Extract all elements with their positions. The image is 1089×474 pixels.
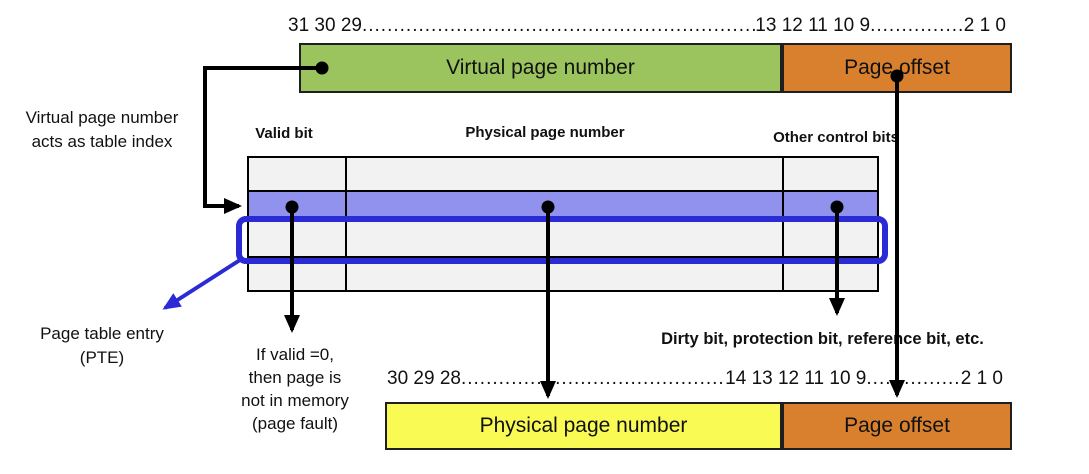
- valid-bit-header: Valid bit: [255, 125, 313, 142]
- valid-bit-note: If valid =0, then page is not in memory …: [205, 343, 385, 435]
- pte-label-line2: (PTE): [79, 348, 125, 367]
- dot-leader: ........................................…: [866, 369, 961, 388]
- other-control-bits-header: Other control bits: [773, 129, 899, 146]
- valid-bit-note-line4: (page fault): [252, 414, 338, 433]
- virtual-page-offset-label: Page offset: [844, 56, 950, 79]
- valid-bit-note-line1: If valid =0,: [256, 345, 334, 364]
- table-index-note-line1: Virtual page number: [25, 108, 179, 127]
- valid-bit-note-line2: then page is: [248, 368, 342, 387]
- pte-label: Page table entry (PTE): [2, 322, 202, 370]
- table-grid-line: [345, 158, 347, 290]
- virtual-page-offset-box: Page offset: [782, 43, 1012, 93]
- physical-page-number-box: Physical page number: [385, 402, 782, 450]
- physical-page-number-header: Physical page number: [465, 124, 625, 141]
- pte-highlight-outline: [236, 216, 888, 264]
- physical-page-offset-label: Page offset: [844, 414, 950, 437]
- pa-bits-low: 2 1 0: [960, 368, 1003, 389]
- virtual-page-number-box: Virtual page number: [299, 43, 782, 93]
- table-index-note-line2: acts as table index: [31, 132, 173, 151]
- dot-leader: ........................................…: [460, 369, 725, 388]
- va-bits-mid: 13 12 11 10 9: [755, 15, 871, 36]
- dot-leader: ........................................…: [361, 16, 755, 35]
- table-grid-line: [249, 190, 877, 192]
- va-bits-low: 2 1 0: [963, 15, 1006, 36]
- pa-bits-high: 30 29 28: [387, 368, 461, 389]
- valid-bit-note-line3: not in memory: [241, 391, 349, 410]
- virtual-address-bit-numbers: 31 30 29 ...............................…: [288, 16, 1006, 35]
- table-grid-line: [249, 256, 877, 258]
- pte-pointer-arrow: [162, 258, 242, 310]
- pa-bits-mid: 14 13 12 11 10 9: [725, 368, 867, 389]
- va-bits-high: 31 30 29: [288, 15, 362, 36]
- table-grid-line: [782, 158, 784, 290]
- table-index-note: Virtual page number acts as table index: [2, 106, 202, 154]
- pte-label-line1: Page table entry: [40, 324, 164, 343]
- physical-address-bit-numbers: 30 29 28 ...............................…: [387, 369, 1003, 388]
- control-bits-note: Dirty bit, protection bit, reference bit…: [661, 330, 984, 348]
- virtual-page-number-label: Virtual page number: [446, 56, 635, 79]
- physical-page-number-label: Physical page number: [479, 414, 688, 437]
- dot-leader: ........................................…: [870, 16, 964, 35]
- physical-page-offset-box: Page offset: [782, 402, 1012, 450]
